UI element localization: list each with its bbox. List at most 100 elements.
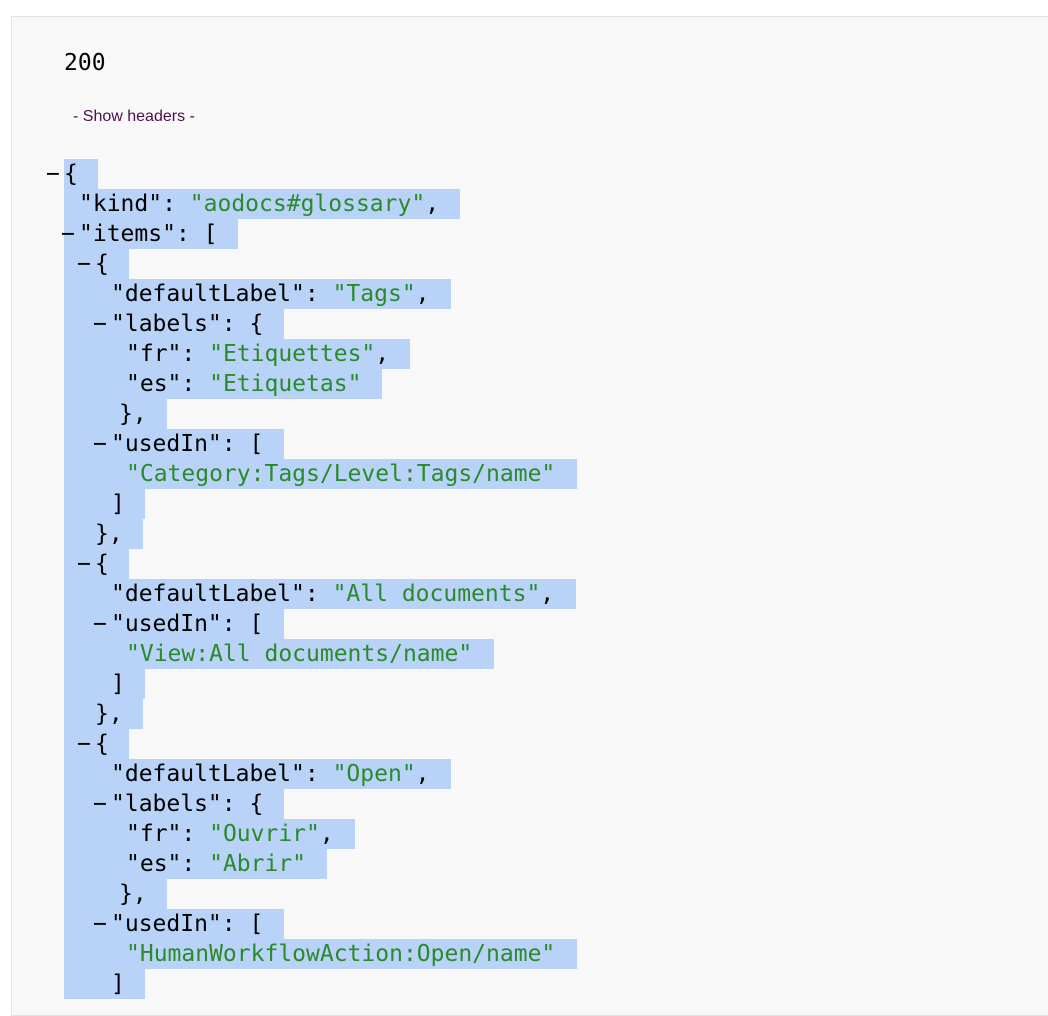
json-line-text: }, — [119, 879, 147, 909]
collapse-toggle[interactable]: − — [93, 311, 107, 337]
json-line-text: "defaultLabel": "Tags", — [111, 279, 430, 309]
json-string-value: "HumanWorkflowAction:Open/name" — [126, 941, 556, 967]
json-punctuation: : [ — [221, 911, 264, 937]
json-punctuation: , — [319, 821, 334, 847]
selection-highlight — [64, 909, 284, 939]
selection-highlight — [64, 189, 460, 219]
json-line-text: "HumanWorkflowAction:Open/name" — [126, 939, 555, 969]
selection-highlight — [64, 939, 577, 969]
json-punctuation: , — [415, 761, 430, 787]
json-line: }, — [0, 699, 1048, 729]
collapse-toggle[interactable]: − — [93, 431, 107, 457]
json-string-value: "View:All documents/name" — [126, 641, 473, 667]
json-punctuation: { — [64, 161, 78, 187]
json-line-text: { — [64, 159, 78, 189]
json-key: "es" — [126, 851, 182, 877]
collapse-toggle[interactable]: − — [93, 791, 107, 817]
json-punctuation: , — [540, 581, 555, 607]
json-line: }, — [0, 879, 1048, 909]
json-line: −"labels": { — [0, 789, 1048, 819]
collapse-toggle[interactable]: − — [77, 251, 91, 277]
selection-highlight — [64, 549, 129, 579]
json-line: "fr": "Ouvrir", — [0, 819, 1048, 849]
json-line-text: ] — [111, 489, 125, 519]
json-line-text: { — [95, 729, 109, 759]
selection-highlight — [64, 729, 129, 759]
json-punctuation: , — [375, 341, 390, 367]
show-headers-link[interactable]: - Show headers - — [73, 108, 195, 125]
json-line: "kind": "aodocs#glossary", — [0, 189, 1048, 219]
json-punctuation: : — [304, 761, 333, 787]
json-key: "fr" — [126, 821, 182, 847]
json-string-value: "Abrir" — [209, 851, 307, 877]
json-key: "labels" — [111, 311, 222, 337]
json-line: −"labels": { — [0, 309, 1048, 339]
selection-highlight — [64, 579, 576, 609]
json-key: "defaultLabel" — [111, 281, 305, 307]
json-response-body: −{"kind": "aodocs#glossary",−"items": [−… — [0, 159, 1048, 999]
selection-highlight — [64, 249, 129, 279]
json-line-text: "items": [ — [79, 219, 217, 249]
json-line: "Category:Tags/Level:Tags/name" — [0, 459, 1048, 489]
json-punctuation: , — [415, 281, 430, 307]
json-key: "es" — [126, 371, 182, 397]
json-punctuation: : [ — [221, 431, 264, 457]
json-line-text: "defaultLabel": "Open", — [111, 759, 430, 789]
collapse-toggle[interactable]: − — [61, 221, 75, 247]
selection-highlight — [64, 459, 577, 489]
json-line-text: }, — [95, 519, 123, 549]
selection-highlight — [64, 879, 167, 909]
json-punctuation: : [ — [175, 221, 218, 247]
json-string-value: "Ouvrir" — [209, 821, 320, 847]
json-punctuation: ] — [111, 971, 125, 997]
json-line-text: "es": "Abrir" — [126, 849, 306, 879]
collapse-toggle[interactable]: − — [93, 611, 107, 637]
collapse-toggle[interactable]: − — [77, 731, 91, 757]
json-string-value: "Tags" — [332, 281, 416, 307]
selection-highlight — [64, 969, 145, 999]
json-line-text: "es": "Etiquetas" — [126, 369, 361, 399]
selection-highlight — [64, 159, 98, 189]
json-punctuation: { — [95, 551, 109, 577]
collapse-toggle[interactable]: − — [93, 911, 107, 937]
json-line-text: ] — [111, 969, 125, 999]
json-line: "View:All documents/name" — [0, 639, 1048, 669]
json-punctuation: { — [95, 731, 109, 757]
json-line: −{ — [0, 729, 1048, 759]
json-line: −{ — [0, 159, 1048, 189]
json-line: "defaultLabel": "Tags", — [0, 279, 1048, 309]
json-line-text: "Category:Tags/Level:Tags/name" — [126, 459, 555, 489]
json-punctuation: }, — [119, 881, 147, 907]
json-punctuation: }, — [95, 701, 123, 727]
response-status-code: 200 — [64, 50, 106, 76]
json-line: −"usedIn": [ — [0, 909, 1048, 939]
json-line: −{ — [0, 249, 1048, 279]
json-line-text: "View:All documents/name" — [126, 639, 472, 669]
json-line-text: "usedIn": [ — [111, 429, 263, 459]
collapse-toggle[interactable]: − — [46, 161, 60, 187]
selection-highlight — [64, 759, 451, 789]
json-punctuation: : [ — [221, 611, 264, 637]
json-key: "defaultLabel" — [111, 761, 305, 787]
json-line: −"usedIn": [ — [0, 609, 1048, 639]
selection-highlight — [64, 309, 284, 339]
json-key: "usedIn" — [111, 431, 222, 457]
selection-highlight — [64, 219, 238, 249]
json-line-text: { — [95, 549, 109, 579]
selection-highlight — [64, 519, 143, 549]
selection-highlight — [64, 429, 284, 459]
json-string-value: "All documents" — [332, 581, 541, 607]
collapse-toggle[interactable]: − — [77, 551, 91, 577]
json-line: ] — [0, 489, 1048, 519]
selection-highlight — [64, 819, 355, 849]
selection-highlight — [64, 789, 284, 819]
selection-highlight — [64, 639, 494, 669]
json-line: "defaultLabel": "All documents", — [0, 579, 1048, 609]
json-line: −{ — [0, 549, 1048, 579]
json-line-text: { — [95, 249, 109, 279]
json-line-text: }, — [95, 699, 123, 729]
json-line-text: "labels": { — [111, 789, 263, 819]
selection-highlight — [64, 339, 410, 369]
json-punctuation: : { — [221, 791, 264, 817]
json-line: "defaultLabel": "Open", — [0, 759, 1048, 789]
